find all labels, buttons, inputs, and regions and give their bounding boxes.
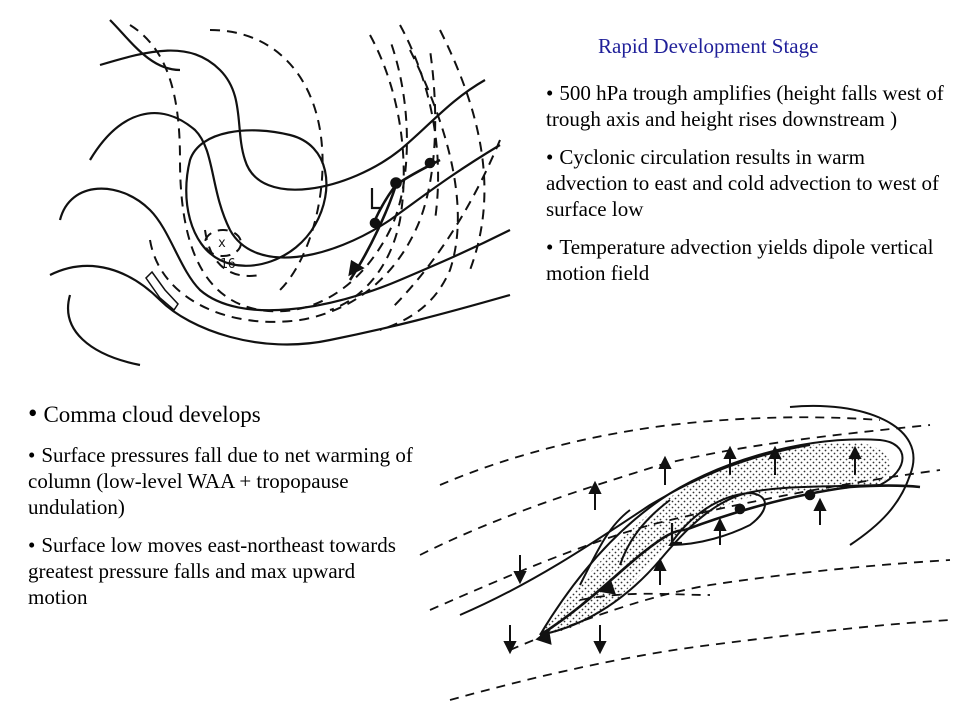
bullet-text: Surface low moves east-northeast towards… xyxy=(28,533,396,609)
flow-arrow xyxy=(145,270,179,312)
thickness-contour xyxy=(129,24,408,313)
outer-contour xyxy=(459,444,811,616)
dashed-contour xyxy=(419,424,931,556)
low-value-label: 16 xyxy=(220,257,236,272)
warm-front-symbol xyxy=(804,489,816,501)
bullet-marker: • xyxy=(546,145,554,169)
outer-contour xyxy=(789,404,915,546)
dashed-contour xyxy=(429,469,941,611)
top-bullet-list: •500 hPa trough amplifies (height falls … xyxy=(546,80,946,298)
stage-title: Rapid Development Stage xyxy=(598,34,819,58)
bullet-text: Temperature advection yields dipole vert… xyxy=(546,235,934,285)
bullet-marker: • xyxy=(28,533,36,557)
thickness-contour xyxy=(329,34,405,311)
cloud-outline xyxy=(539,484,881,636)
bullet-marker: • xyxy=(546,235,554,259)
warm-front-symbol xyxy=(369,217,381,229)
thickness-contour xyxy=(389,139,501,311)
upward-arrow xyxy=(813,497,827,525)
height-contour xyxy=(49,264,511,346)
bullet-item: •Comma cloud develops xyxy=(28,400,418,428)
cold-front-symbol xyxy=(348,259,365,277)
comma-cloud xyxy=(540,442,891,635)
bullet-item: •Surface low moves east-northeast toward… xyxy=(28,532,418,610)
bullet-text: Surface pressures fall due to net warmin… xyxy=(28,443,413,519)
upward-arrow xyxy=(768,445,782,475)
low-center-contour xyxy=(204,229,242,257)
bullet-item: •Cyclonic circulation results in warm ad… xyxy=(546,144,946,222)
upward-arrow xyxy=(713,517,727,545)
warm-front xyxy=(684,484,921,532)
bullet-marker: • xyxy=(28,398,38,428)
surface-low-marker xyxy=(370,188,380,210)
thickness-contour xyxy=(379,49,459,331)
upward-arrow xyxy=(588,480,602,510)
thickness-contour xyxy=(439,29,486,271)
comma-cloud-diagram xyxy=(419,404,951,701)
upward-arrow xyxy=(658,455,672,485)
upward-arrow xyxy=(723,445,737,475)
dashed-contour xyxy=(579,592,711,601)
height-contour xyxy=(67,294,141,367)
cold-front-symbol xyxy=(535,628,552,645)
downward-arrow xyxy=(503,625,517,655)
bullet-marker: • xyxy=(28,443,36,467)
thickness-contour xyxy=(399,24,440,221)
thickness-contour xyxy=(209,29,324,291)
warm-front-symbol xyxy=(390,177,402,189)
bullet-item: •Temperature advection yields dipole ver… xyxy=(546,234,946,286)
cold-front-symbol xyxy=(599,578,616,595)
height-contour xyxy=(109,19,181,72)
surface-low-marker xyxy=(670,523,682,545)
height-contour xyxy=(58,187,511,312)
height-contour xyxy=(99,49,486,191)
bullet-text: Cyclonic circulation results in warm adv… xyxy=(546,145,940,221)
dashed-contour xyxy=(449,619,951,701)
upward-arrow xyxy=(848,445,862,475)
bullet-item: •500 hPa trough amplifies (height falls … xyxy=(546,80,946,132)
dashed-contour xyxy=(439,416,881,486)
bullet-item: •Surface pressures fall due to net warmi… xyxy=(28,442,418,520)
bullet-text: 500 hPa trough amplifies (height falls w… xyxy=(546,81,944,131)
downward-arrow xyxy=(513,555,527,585)
low-marker-label: x xyxy=(218,236,226,251)
upward-arrow xyxy=(653,557,667,585)
dashed-contour xyxy=(509,559,951,651)
bullet-text: Comma cloud develops xyxy=(43,402,261,427)
cloud-outline xyxy=(579,509,631,586)
thickness-contour xyxy=(204,229,261,277)
left-bullet-list: •Comma cloud develops •Surface pressures… xyxy=(28,400,418,622)
warm-front-symbol xyxy=(734,503,746,515)
bullet-marker: • xyxy=(546,81,554,105)
downward-arrow xyxy=(593,625,607,655)
warm-front-symbol xyxy=(424,157,436,169)
height-contour xyxy=(89,112,501,259)
upper-air-map: x 16 xyxy=(49,19,511,367)
